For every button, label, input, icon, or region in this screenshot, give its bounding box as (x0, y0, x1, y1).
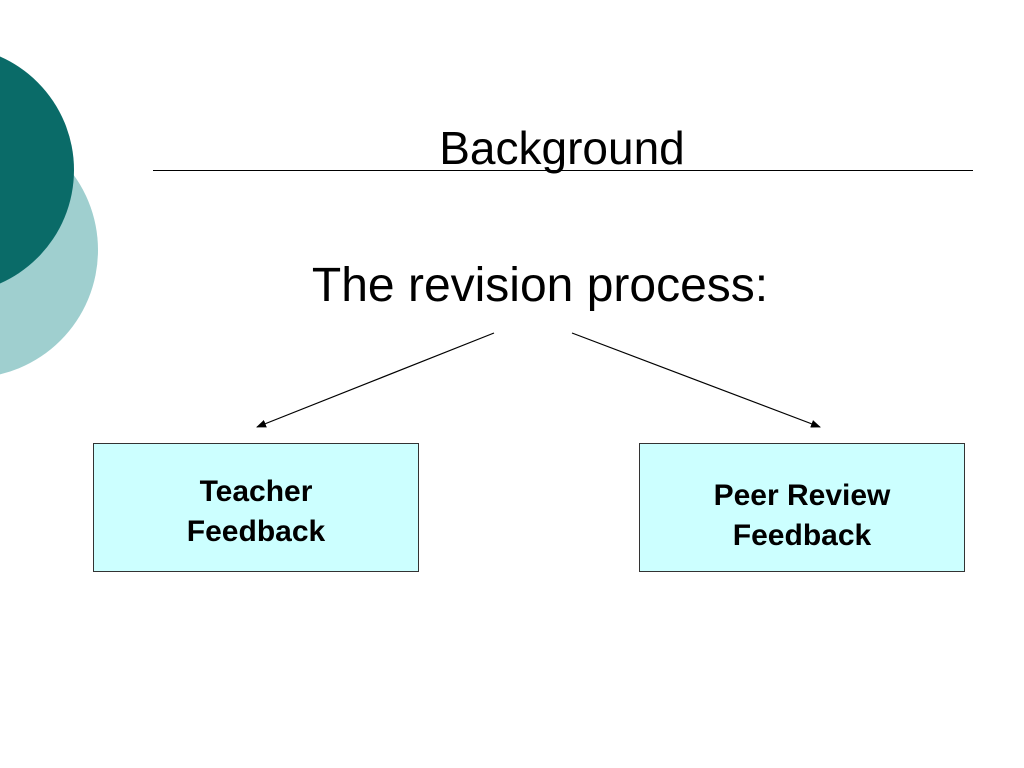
teacher-feedback-line-2: Feedback (186, 515, 326, 548)
teacher-feedback-line-1: Teacher (199, 475, 313, 508)
slide-subtitle: The revision process: (311, 259, 769, 312)
title-underline (153, 170, 973, 171)
dark-teal-circle (0, 56, 74, 284)
arrow-to-teacher-feedback (256, 332, 495, 428)
peer-review-feedback-line-2: Feedback (732, 519, 872, 552)
teacher-feedback-box: Teacher Feedback (93, 443, 419, 572)
slide-title: Background (439, 122, 685, 174)
arrow-to-peer-review-feedback (571, 332, 821, 428)
peer-review-feedback-box: Peer Review Feedback (639, 443, 965, 572)
peer-review-feedback-line-1: Peer Review (713, 479, 891, 512)
